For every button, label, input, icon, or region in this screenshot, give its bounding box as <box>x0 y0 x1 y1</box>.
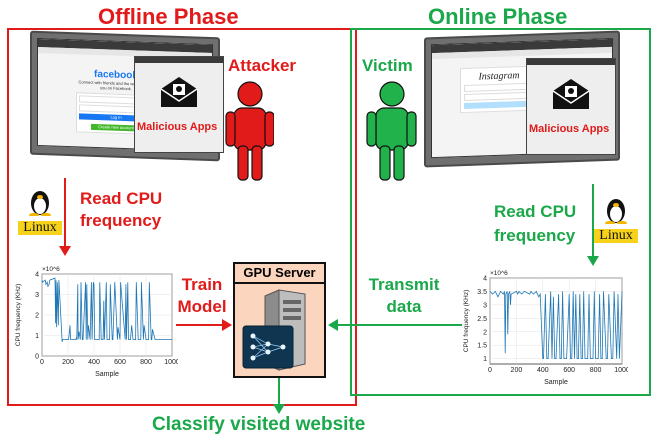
y-axis-label: CPU frequency (KHz) <box>15 284 22 347</box>
online-read-cpu-line2: frequency <box>494 226 576 245</box>
x-tick-label: 200 <box>511 367 523 374</box>
y-tick-label: 3 <box>35 292 39 299</box>
gpu-server-box: GPU Server <box>233 262 326 378</box>
cpu-frequency-series-line <box>489 290 623 359</box>
x-tick-label: 600 <box>114 359 126 366</box>
offline-read-cpu-line1: Read CPU <box>80 189 163 208</box>
x-tick-label: 0 <box>40 359 44 366</box>
x-tick-label: 0 <box>488 367 492 374</box>
online-panel-header <box>527 59 615 65</box>
transmit-arrow <box>328 319 462 331</box>
y-tick-label: 0 <box>35 354 39 361</box>
victim-label: Victim <box>362 56 413 75</box>
instagram-logo: Instagram <box>478 70 520 83</box>
y-tick-label: 1.5 <box>477 343 487 350</box>
x-tick-label: 800 <box>140 359 152 366</box>
exponent-label: ×10^6 <box>490 270 508 277</box>
online-malicious-label: Malicious Apps <box>529 123 610 135</box>
offline-phase-title: Offline Phase <box>98 4 239 29</box>
server-icon <box>242 289 306 371</box>
y-tick-label: 2.5 <box>477 316 487 323</box>
linux-label: Linux <box>18 221 62 235</box>
neural-network-icon <box>242 325 294 369</box>
ig-login-button[interactable] <box>464 100 534 110</box>
online-read-arrow <box>587 184 599 266</box>
attacker-label: Attacker <box>228 56 297 75</box>
y-tick-label: 1 <box>483 356 487 363</box>
x-tick-label: 800 <box>590 367 602 374</box>
y-tick-label: 1 <box>35 333 39 340</box>
x-tick-label: 200 <box>62 359 74 366</box>
online-read-cpu-line1: Read CPU <box>494 202 577 221</box>
linux-label-2: Linux <box>594 229 638 243</box>
online-malicious-panel: Malicious Apps <box>526 58 616 155</box>
offline-phase-frame <box>7 28 357 406</box>
ig-username-field[interactable] <box>464 82 534 93</box>
classify-arrow <box>273 378 285 414</box>
ig-password-field[interactable] <box>464 91 534 102</box>
linux-penguin-icon <box>29 191 51 217</box>
x-axis-label: Sample <box>544 379 568 386</box>
y-tick-label: 3 <box>483 302 487 309</box>
y-tick-label: 4 <box>35 272 39 279</box>
x-tick-label: 400 <box>88 359 100 366</box>
linux-penguin-icon-2 <box>605 199 627 225</box>
attacker-person-icon <box>225 81 274 181</box>
x-tick-label: 400 <box>537 367 549 374</box>
offline-malicious-panel: Malicious Apps <box>134 56 224 153</box>
transmit-data-label: Transmit data <box>362 274 446 318</box>
offline-read-cpu-line2: frequency <box>80 211 162 230</box>
model-label: Model <box>177 297 227 316</box>
train-arrow <box>176 319 232 331</box>
envelope-virus-icon-2 <box>552 79 590 109</box>
panel-header <box>135 57 223 63</box>
transmit-label: Transmit <box>368 275 440 294</box>
exponent-label: ×10^6 <box>42 266 60 273</box>
online-phase-title: Online Phase <box>428 4 568 29</box>
x-tick-label: 600 <box>563 367 575 374</box>
data-label: data <box>386 297 422 316</box>
train-label: Train <box>181 275 223 294</box>
online-phase-frame <box>350 28 651 396</box>
y-tick-label: 4 <box>483 276 487 283</box>
train-model-label: Train Model <box>170 274 234 318</box>
offline-read-cpu-label: Read CPU frequency <box>80 188 162 232</box>
offline-read-arrow <box>59 178 71 256</box>
gpu-server-title: GPU Server <box>235 264 324 284</box>
victim-person-icon <box>366 81 417 181</box>
y-tick-label: 2 <box>483 329 487 336</box>
classify-label: Classify visited website <box>152 414 366 435</box>
offline-malicious-label: Malicious Apps <box>137 121 218 133</box>
y-tick-label: 3.5 <box>477 289 487 296</box>
cpu-frequency-series-line <box>41 277 172 342</box>
online-read-cpu-label: Read CPU frequency <box>494 200 576 248</box>
x-axis-label: Sample <box>95 371 119 378</box>
envelope-virus-icon <box>160 77 198 107</box>
online-linux-icon: Linux <box>594 196 638 243</box>
offline-linux-icon: Linux <box>18 188 62 235</box>
y-tick-label: 2 <box>35 313 39 320</box>
y-axis-label: CPU frequency (KHz) <box>463 290 470 353</box>
x-tick-label: 1000 <box>164 359 178 366</box>
x-tick-label: 1000 <box>614 367 628 374</box>
